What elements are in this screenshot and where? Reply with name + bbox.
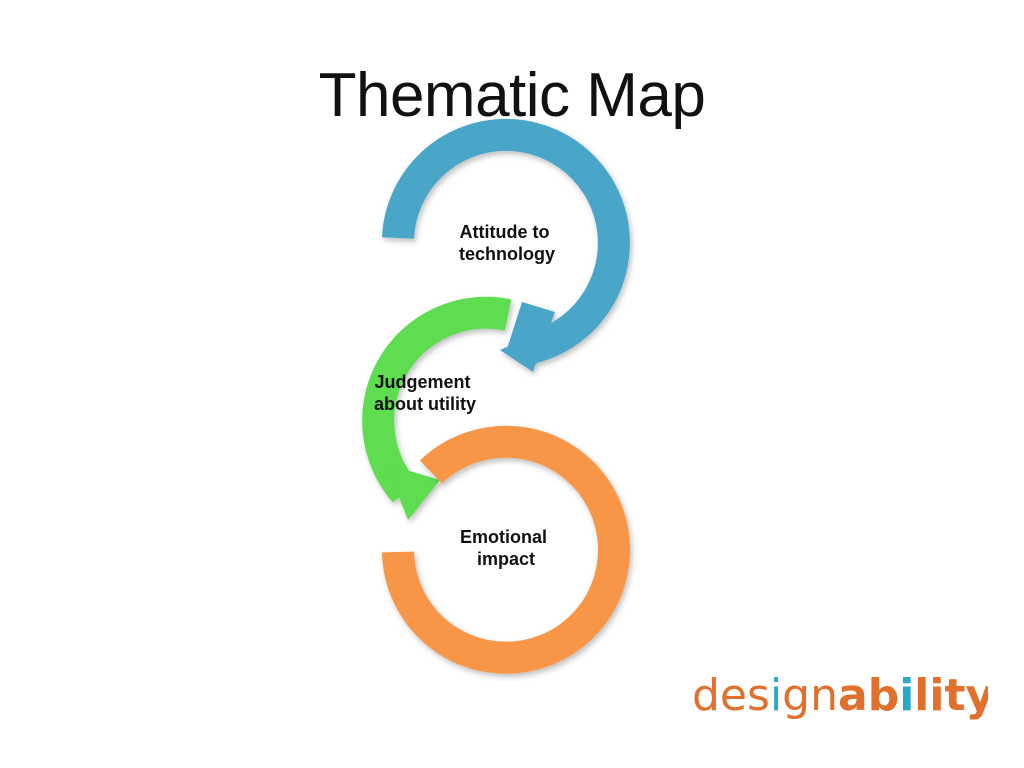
circular-arrow-judgement bbox=[362, 296, 512, 520]
node-label-emotional: Emotional impact bbox=[460, 527, 552, 569]
node-label-attitude: Attitude to technology bbox=[459, 222, 555, 264]
arc-blue bbox=[382, 118, 630, 365]
designability-logo: designability bbox=[692, 670, 988, 721]
slide-title: Thematic Map bbox=[318, 61, 706, 130]
node-label-judgement: Judgement about utility bbox=[374, 372, 476, 414]
circular-arrow-attitude bbox=[382, 118, 630, 372]
arc-green bbox=[362, 296, 512, 503]
logo-wordmark: designability bbox=[692, 670, 988, 721]
circular-arrow-emotional bbox=[382, 425, 630, 674]
arrowhead-blue-tip bbox=[500, 330, 545, 372]
arrowhead-green bbox=[386, 464, 440, 520]
arc-orange bbox=[382, 425, 630, 674]
